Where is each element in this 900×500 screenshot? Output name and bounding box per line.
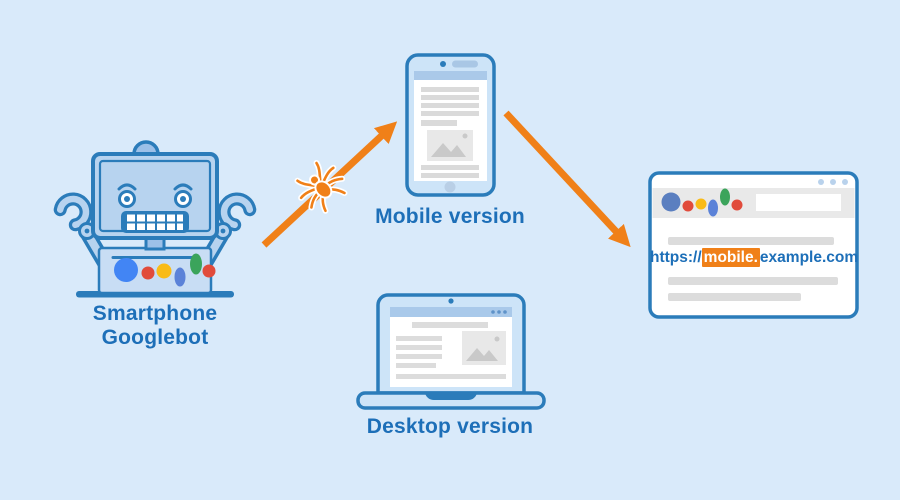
phone-screen-header: [414, 71, 487, 80]
result-placeholder-lines: [668, 237, 838, 301]
phone-speaker: [452, 60, 478, 68]
mobile-version-label: Mobile version: [375, 205, 525, 228]
window-controls-dots: [491, 310, 507, 314]
robot-chest-google-dots: [114, 253, 216, 287]
phone-camera-dot: [440, 61, 446, 67]
result-url: https://mobile.example.com: [650, 248, 859, 267]
robot-eyebrow-left: [117, 183, 137, 191]
window-controls-dots: [818, 179, 848, 185]
laptop-icon: [356, 293, 546, 410]
browser-window-icon: [648, 171, 859, 319]
search-box: [756, 194, 841, 211]
laptop-text-placeholder-lines: [396, 322, 506, 379]
robot-eyebrow-right: [173, 183, 193, 191]
robot-antenna: [132, 140, 160, 156]
laptop-camera-dot: [448, 298, 454, 304]
url-suffix: example.com: [759, 249, 859, 266]
googlebot-label-line1: Smartphone: [92, 302, 218, 325]
smartphone-icon: [405, 53, 496, 197]
desktop-version-label: Desktop version: [366, 415, 534, 438]
robot-googlebot-icon: [53, 140, 257, 298]
crawler-spider-icon: [294, 160, 348, 214]
googlebot-label: Smartphone Googlebot: [55, 302, 255, 349]
phone-text-placeholder-lines: [421, 87, 479, 178]
googlebot-label-line2: Googlebot: [101, 325, 209, 349]
phone-home-button: [444, 181, 456, 193]
laptop-trackpad-notch: [425, 393, 477, 401]
url-prefix: https://: [650, 249, 702, 266]
index-arrow-icon: [503, 110, 631, 248]
laptop-screen-header: [390, 307, 512, 317]
url-highlighted-subdomain: mobile.: [701, 248, 760, 267]
google-logo-icon: [661, 188, 743, 217]
robot-mouth-teeth: [121, 211, 189, 233]
image-placeholder-icon: [427, 130, 473, 161]
image-placeholder-icon: [462, 331, 506, 365]
